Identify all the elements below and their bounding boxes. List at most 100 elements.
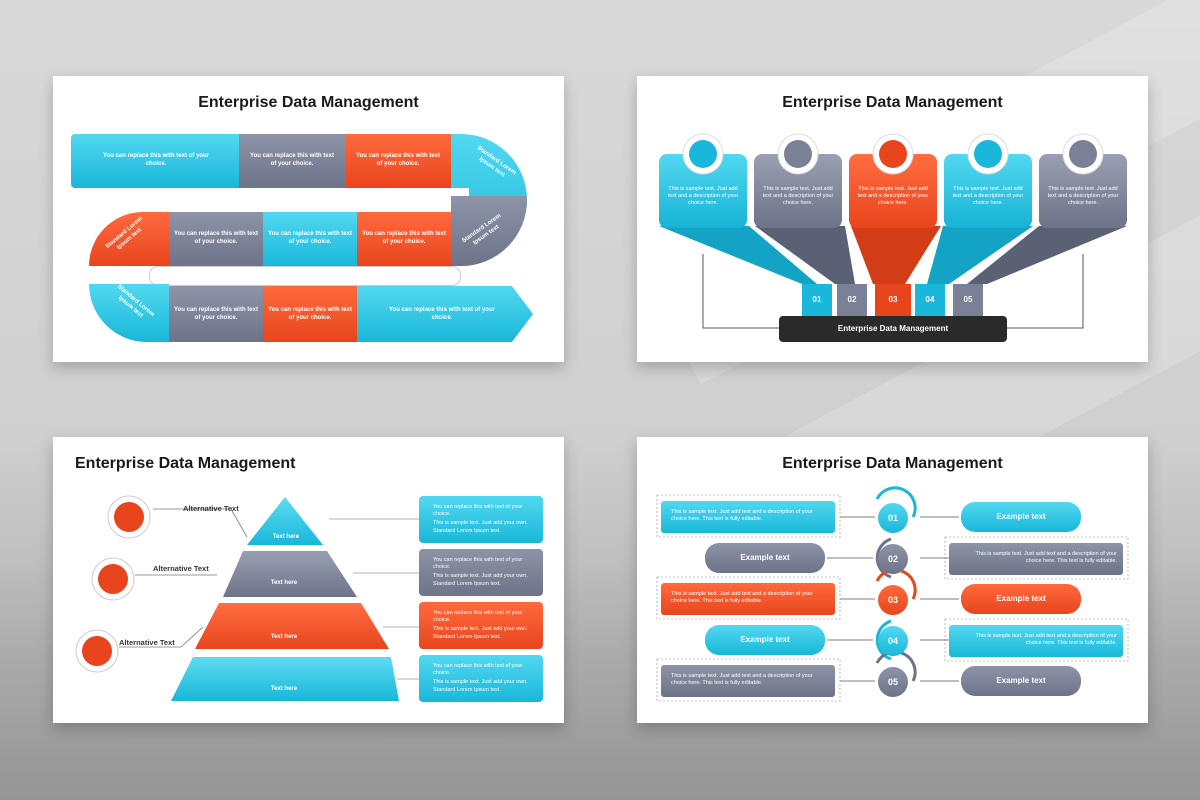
alt-label: Alternative Text xyxy=(153,564,209,573)
note-card: You can replace this with text of your c… xyxy=(419,496,543,543)
step-number: 05 xyxy=(878,667,908,697)
example-pill: Example text xyxy=(705,625,825,655)
tier-label: Text here xyxy=(270,580,298,586)
connector-line xyxy=(702,254,779,329)
step-number: 04 xyxy=(925,295,935,304)
funnel-card xyxy=(944,154,1032,228)
snake-cell: You can replace this with text of your c… xyxy=(263,286,357,342)
note-line: This is sample text. Just add your own. xyxy=(433,679,528,685)
funnel-card xyxy=(659,154,747,228)
note-line: You can replace this with text of your c… xyxy=(433,504,523,517)
pyramid-tier xyxy=(171,657,399,701)
alt-label: Alternative Text xyxy=(119,638,175,647)
analytics-icon xyxy=(974,140,1002,168)
slide-title: Enterprise Data Management xyxy=(782,94,1003,111)
note-line: This is sample text. Just add your own. xyxy=(433,573,528,579)
step-number: 03 xyxy=(888,295,898,304)
note-line: Standard Lorem Ipsum text. xyxy=(433,528,501,534)
note-line: This is sample text. Just add your own. xyxy=(433,626,528,632)
number-block xyxy=(837,284,867,316)
target-icon xyxy=(114,502,144,532)
note-line: Standard Lorem Ipsum text. xyxy=(433,581,501,587)
tier-label: Text here xyxy=(270,634,298,640)
step-number: 02 xyxy=(878,544,908,574)
step-number: 04 xyxy=(878,626,908,656)
desc-card: This is sample text. Just add text and a… xyxy=(949,543,1123,575)
card-text: This is sample text. Just add text and a… xyxy=(762,186,834,206)
funnel-graphic xyxy=(659,133,1127,342)
example-pill: Example text xyxy=(705,543,825,573)
desc-text: This is sample text. Just add text and a… xyxy=(975,551,1117,564)
number-block xyxy=(915,284,945,316)
number-block xyxy=(875,284,911,316)
card-text: This is sample text. Just add text and a… xyxy=(1047,186,1119,206)
tier-label: Text here xyxy=(270,686,298,692)
slide-title: Enterprise Data Management xyxy=(782,455,1003,472)
snake-cell: You can replace this with text of your c… xyxy=(239,134,345,188)
funnel-leg xyxy=(967,226,1127,284)
snake-cell-text: You can replace this with text of your c… xyxy=(356,153,440,167)
alt-label: Alternative Text xyxy=(183,504,239,513)
note-line: You can replace this with text of your c… xyxy=(433,663,523,676)
funnel-leg xyxy=(927,226,1033,284)
snake-cell-text: You can replace this with text of your c… xyxy=(389,307,495,321)
snake-cell: You can replace this with text of your c… xyxy=(169,212,263,266)
funnel-card xyxy=(1039,154,1127,228)
snake-track xyxy=(149,266,461,286)
pyramid-tier xyxy=(223,551,357,597)
gear-icon xyxy=(98,564,128,594)
slide-snake-process[interactable]: Enterprise Data Management You can repla… xyxy=(53,76,564,362)
step-number: 03 xyxy=(878,585,908,615)
step-number: 02 xyxy=(847,295,857,304)
slide-pyramid[interactable]: Enterprise Data Management Alternative T… xyxy=(53,437,564,723)
note-line: You can replace this with text of your c… xyxy=(433,557,523,570)
snake-cell: You can replace this with text of your c… xyxy=(71,134,239,188)
desc-text: This is sample text. Just add text and a… xyxy=(671,673,813,686)
desc-card: This is sample text. Just add text and a… xyxy=(661,501,835,533)
pyramid-tier xyxy=(247,497,323,545)
snake-cell-text: You can replace this with text of your c… xyxy=(268,307,352,321)
step-number: 01 xyxy=(812,295,822,304)
funnel-leg xyxy=(755,226,855,284)
snake-cell-text: You can replace this with text of your c… xyxy=(103,153,209,167)
chart-icon xyxy=(879,140,907,168)
number-block xyxy=(802,284,832,316)
funnel-leg xyxy=(659,226,817,284)
snake-cell: You can replace this with text of your c… xyxy=(345,134,451,188)
funnel-card xyxy=(849,154,937,228)
funnel-card xyxy=(754,154,842,228)
network-icon xyxy=(784,140,812,168)
slide-funnel-columns[interactable]: Enterprise Data Management xyxy=(637,76,1148,362)
tier-label: Text here xyxy=(272,534,300,540)
slide-title: Enterprise Data Management xyxy=(198,94,419,111)
snake-arrow: You can replace this with text of your c… xyxy=(357,286,533,342)
example-pill: Example text xyxy=(961,502,1081,532)
step-number: 01 xyxy=(878,503,908,533)
note-line: You can replace this with text of your c… xyxy=(433,610,523,623)
example-pill: Example text xyxy=(961,666,1081,696)
snake-cell: You can replace this with text of your c… xyxy=(263,212,357,266)
example-pill: Example text xyxy=(961,584,1081,614)
note-card: You can replace this with text of your c… xyxy=(419,602,543,649)
note-card: You can replace this with text of your c… xyxy=(419,549,543,596)
slide-numbered-list[interactable]: Enterprise Data Management This is sampl… xyxy=(637,437,1148,723)
note-line: Standard Lorem Ipsum text. xyxy=(433,687,501,693)
leader-line xyxy=(119,626,204,648)
snake-cell-text: You can replace this with text of your c… xyxy=(250,153,334,167)
note-line: Standard Lorem Ipsum text. xyxy=(433,634,501,640)
snake-cell-text: You can replace this with text of your c… xyxy=(362,231,446,245)
snake-cell-text: You can replace this with text of your c… xyxy=(174,231,258,245)
number-block xyxy=(953,284,983,316)
desc-card: This is sample text. Just add text and a… xyxy=(949,625,1123,657)
desc-card: This is sample text. Just add text and a… xyxy=(661,583,835,615)
card-text: This is sample text. Just add text and a… xyxy=(667,186,739,206)
pyramid-tier xyxy=(195,603,389,649)
card-text: This is sample text. Just add text and a… xyxy=(952,186,1024,206)
base-label: Enterprise Data Management xyxy=(837,324,949,333)
note-card: You can replace this with text of your c… xyxy=(419,655,543,702)
desc-text: This is sample text. Just add text and a… xyxy=(975,633,1117,646)
snake-cell-text: You can replace this with text of your c… xyxy=(268,231,352,245)
leader-line xyxy=(153,508,248,538)
gear-icon xyxy=(1069,140,1097,168)
funnel-leg xyxy=(851,226,941,284)
